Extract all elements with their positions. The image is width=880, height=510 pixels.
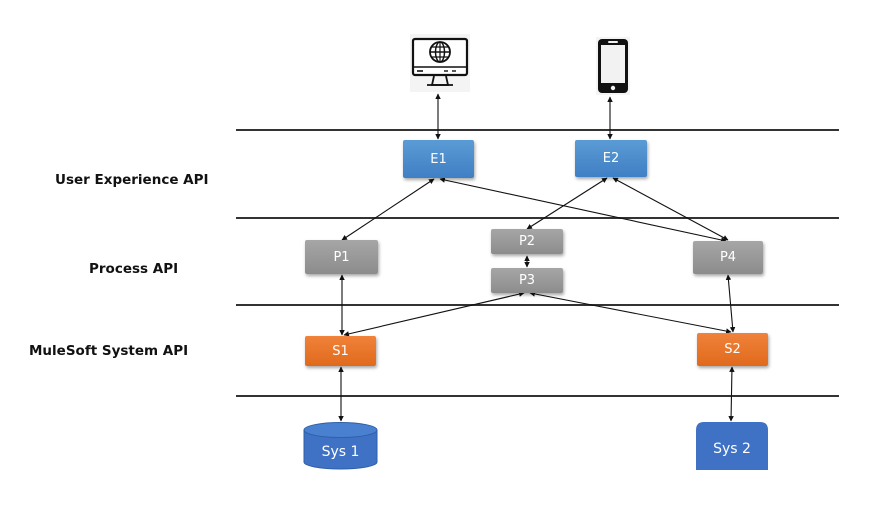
- system-api-s2[interactable]: S2: [697, 333, 768, 366]
- layer-divider-top: [236, 129, 839, 131]
- arrow-p4-s2: [725, 274, 736, 333]
- smartphone-icon: [596, 37, 630, 95]
- arrow-p3-s2: [529, 291, 732, 334]
- layer-label-experience: User Experience API: [55, 172, 209, 188]
- layer-label-system: MuleSoft System API: [29, 343, 189, 359]
- system-api-s1[interactable]: S1: [305, 336, 376, 366]
- process-api-p1[interactable]: P1: [305, 240, 378, 274]
- layer-label-process: Process API: [89, 261, 179, 277]
- monitor-globe-icon: [410, 34, 470, 92]
- arrow-s2-sys2: [728, 366, 735, 422]
- arrow-p3-s1: [343, 291, 525, 337]
- arrow-e1-p4: [439, 177, 727, 243]
- arrow-e2-p4: [612, 177, 729, 241]
- process-api-p2[interactable]: P2: [491, 229, 563, 254]
- layer-divider-bottom: [236, 395, 839, 397]
- experience-api-e2[interactable]: E2: [575, 140, 647, 177]
- process-api-p4[interactable]: P4: [693, 241, 763, 274]
- process-api-p3[interactable]: P3: [491, 268, 563, 293]
- arrow-e1-p1: [341, 178, 435, 241]
- backend-sys1[interactable]: Sys 1: [321, 444, 360, 460]
- experience-api-e1[interactable]: E1: [403, 140, 474, 178]
- backend-sys2[interactable]: Sys 2: [713, 441, 751, 457]
- arrow-e2-p2: [526, 177, 608, 230]
